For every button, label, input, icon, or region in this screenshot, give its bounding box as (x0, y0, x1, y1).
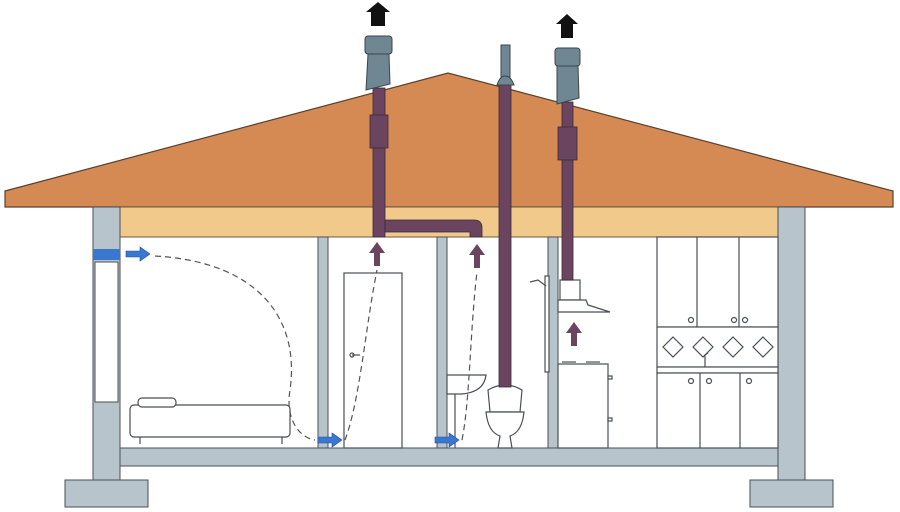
vent-cap (554, 47, 581, 67)
floor-slab (119, 447, 779, 467)
vent-cap (364, 35, 393, 55)
roof (4, 72, 894, 208)
exhaust-arrows (366, 2, 578, 38)
arrow-up-icon (366, 2, 390, 26)
arrow-right-icon (125, 246, 151, 262)
duct-connector (384, 219, 483, 238)
stack-vent (500, 44, 511, 78)
partition (436, 236, 448, 449)
kitchen-cabinets (656, 236, 779, 449)
arrow-right-icon (434, 432, 460, 448)
arrow-up-icon (469, 244, 485, 268)
arrow-up-icon (556, 14, 578, 38)
duct-kitchen (561, 101, 574, 281)
right-footing (749, 479, 834, 508)
supply-arrows (125, 246, 460, 448)
arrow-up-icon (369, 242, 385, 266)
right-wall (777, 206, 806, 481)
airflow-paths (154, 255, 478, 441)
duct-toilet-stack (498, 84, 512, 388)
extract-ducts (369, 84, 578, 388)
diagram-root (4, 2, 894, 508)
kitchen-hood (529, 275, 611, 373)
extract-arrows (369, 242, 582, 346)
partition (317, 236, 329, 449)
supply-vent (93, 249, 120, 260)
door (343, 272, 403, 449)
window (94, 261, 119, 403)
arrow-right-icon (317, 432, 343, 448)
duct-bathroom (372, 87, 386, 238)
roof-vents (364, 35, 581, 105)
left-footing (64, 479, 149, 508)
bed (129, 397, 291, 444)
arrow-up-icon (566, 322, 582, 346)
toilet (485, 384, 525, 449)
stove (557, 361, 613, 449)
